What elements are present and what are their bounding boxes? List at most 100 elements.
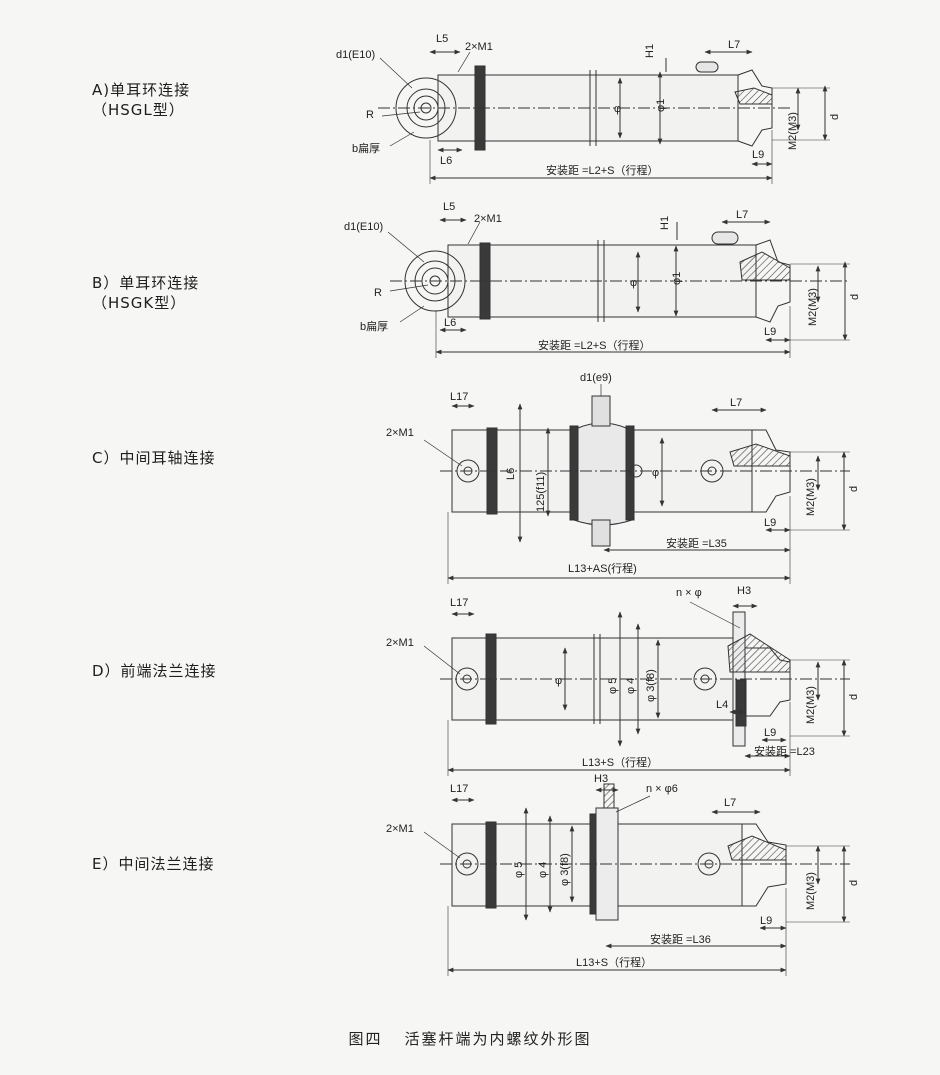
label-h1: H1 [659,216,671,230]
label-d: d [849,294,861,300]
row-a-title: A)单耳环连接 [92,81,191,99]
label-l17: L17 [450,783,468,795]
trunnion-pin-bottom [591,519,611,547]
label-phi5: φ 5 [607,678,619,694]
label-install: 安装距 =L2+S（行程） [546,163,658,177]
label-phi: φ [555,675,562,687]
cylinder-head [741,823,787,907]
label-total: L13+S（行程） [582,756,658,769]
row-a-drawing [378,49,830,184]
row-b-title: B）单耳环连接 [92,274,200,292]
label-r: R [374,287,382,299]
port-boss [711,231,739,245]
leader-d1 [387,231,425,263]
leader-d1 [379,57,413,89]
row-a-subtitle: （HSGL型） [92,101,185,119]
label-l17: L17 [450,391,468,403]
leader-r [389,284,429,292]
row-b-drawing [387,217,850,358]
row-b-subtitle: （HSGK型） [92,294,187,312]
label-m2: M2(M3) [805,478,817,516]
label-install: 安装距 =L35 [666,536,727,550]
row-c-title-block: C）中间耳轴连接 [92,448,215,468]
label-install: 安装距 =L23 [754,744,815,758]
label-phi1: φ1 [655,99,667,112]
label-l6: L6 [505,468,517,480]
label-m2: M2(M3) [805,872,817,910]
leader-m1 [423,831,461,859]
label-total: L13+AS(行程) [568,562,637,575]
label-l5: L5 [436,33,448,45]
label-nphi: n × φ6 [646,783,678,795]
figure-caption: 图四活塞杆端为内螺纹外形图 [0,1028,940,1049]
leader-m1 [423,645,461,675]
label-d1: d1(e9) [580,372,612,384]
trunnion-block [573,422,633,526]
leader-m1 [457,51,471,73]
row-c-drawing [423,384,850,584]
leader-r [381,111,421,117]
row-b-title-block: B）单耳环连接 （HSGK型） [92,273,199,313]
label-phi5: φ 5 [513,862,525,878]
label-total: L13+S（行程） [576,956,652,969]
label-install: 安装距 =L2+S（行程） [538,338,650,352]
label-h3: H3 [594,773,608,785]
head-section-hatch [727,633,791,673]
label-l9: L9 [764,326,776,338]
flange-bolt-top [603,783,615,809]
head-section-hatch [729,443,791,467]
label-m2: M2(M3) [807,288,819,326]
label-l7: L7 [730,397,742,409]
label-l6: L6 [444,317,456,329]
label-d: d [829,114,841,120]
seal-band [485,821,497,909]
label-h1: H1 [644,44,656,58]
row-d-title-block: D）前端法兰连接 [92,661,217,681]
head-section-hatch [734,87,773,105]
row-e-title: E）中间法兰连接 [92,855,215,873]
label-d: d [848,694,860,700]
label-l9: L9 [760,915,772,927]
figure-number: 图四 [348,1030,383,1048]
row-c-title: C）中间耳轴连接 [92,449,216,467]
head-section-hatch [727,835,787,861]
label-l5: L5 [443,201,455,213]
label-m2: M2(M3) [805,686,817,724]
leader-m1 [423,439,463,467]
label-d: d [848,486,860,492]
label-l6: L6 [440,155,452,167]
label-m1: 2×M1 [386,823,414,835]
leader-b [389,131,415,147]
label-phi: φ [614,103,621,115]
label-l9: L9 [764,517,776,529]
cylinder-head [737,69,773,147]
label-d: d [848,880,860,886]
row-d-drawing [423,601,850,776]
label-l17: L17 [450,597,468,609]
label-l9: L9 [752,149,764,161]
label-l7: L7 [728,39,740,51]
row-e-drawing [423,783,850,976]
label-m1: 2×M1 [386,637,414,649]
label-d1: d1(E10) [336,49,375,61]
head-section-hatch [739,251,791,281]
label-phi3: φ 3(f8) [559,853,571,886]
label-r: R [366,109,374,121]
leader-m1 [467,221,481,245]
row-d-title: D）前端法兰连接 [92,662,217,680]
flange-seal [735,679,747,727]
label-d1: d1(E10) [344,221,383,233]
label-install: 安装距 =L36 [650,932,711,946]
label-m1: 2×M1 [465,41,493,53]
label-l9: L9 [764,727,776,739]
label-phi: φ [652,467,659,479]
leader-nphi [689,601,741,629]
label-m1: 2×M1 [474,213,502,225]
label-phi3: φ 3(f8) [645,669,657,702]
trunnion-pin-top [591,395,611,427]
label-m1: 2×M1 [386,427,414,439]
leader-b [399,305,425,323]
label-phi4: φ 4 [625,678,637,694]
label-b: b扁厚 [352,142,380,155]
label-h3: H3 [737,585,751,597]
